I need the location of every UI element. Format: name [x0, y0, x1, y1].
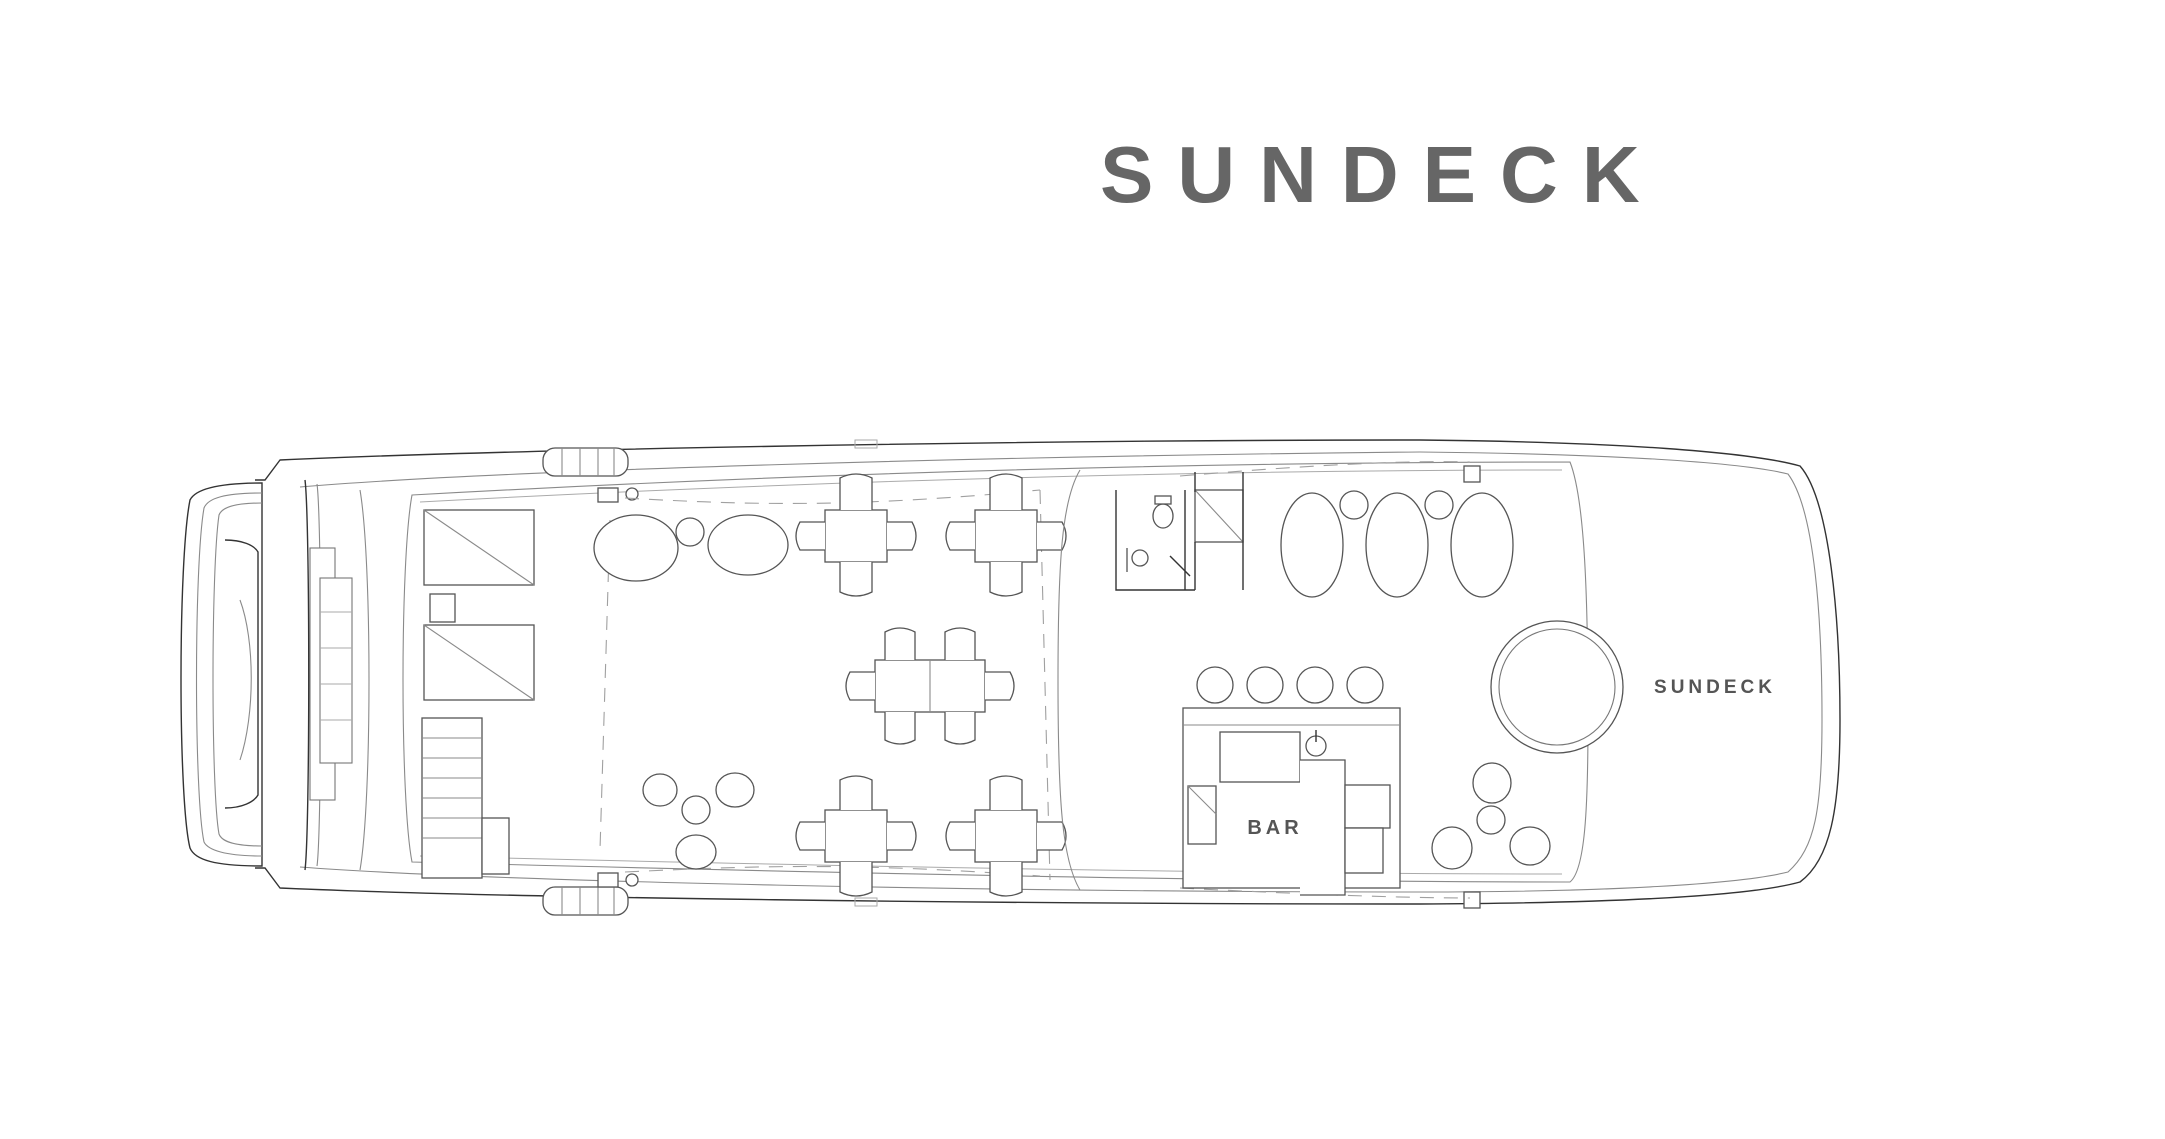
page-title: SUNDECK [1100, 130, 1664, 219]
fenders [542, 447, 1481, 916]
staircase [421, 717, 510, 879]
hull-outline [180, 439, 1841, 907]
dining-table [945, 473, 1067, 597]
forward-lounge [1431, 762, 1551, 870]
dining-table [845, 627, 1015, 745]
dining-table [795, 775, 917, 897]
bar-label: BAR [1247, 817, 1302, 839]
dining-table [795, 473, 917, 597]
forward-enclosure [1057, 469, 1081, 891]
sundeck-area-label: SUNDECK [1654, 677, 1776, 698]
lounge-area [593, 514, 789, 870]
aft-hatches [423, 509, 535, 701]
dining-area [795, 473, 1067, 897]
bar: BAR [1182, 707, 1401, 896]
sun-loungers [1280, 490, 1514, 598]
jacuzzi [1490, 620, 1624, 754]
dining-table [945, 775, 1067, 897]
wc-room [1115, 472, 1244, 591]
bar-stools [1196, 666, 1384, 704]
awning-outline [599, 461, 1471, 899]
